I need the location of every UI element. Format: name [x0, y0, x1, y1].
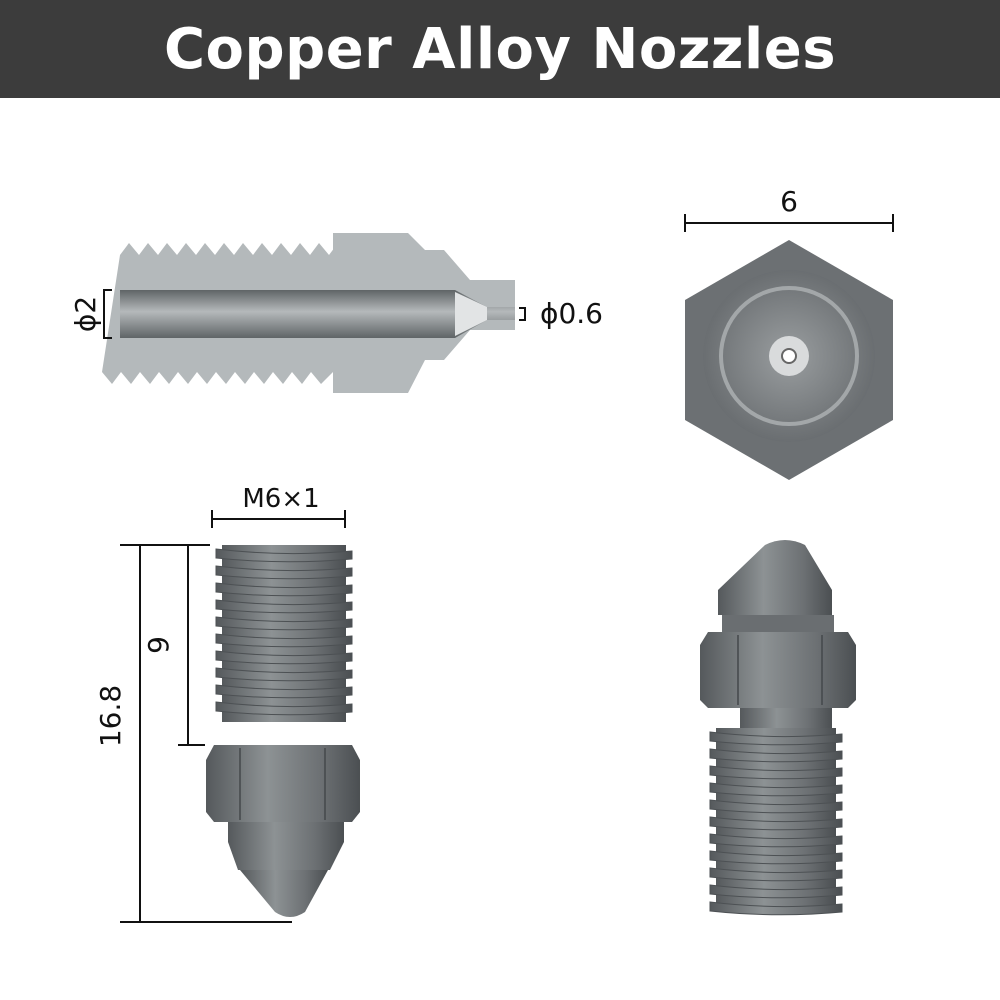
thread-body — [215, 545, 353, 722]
neck-lower — [740, 708, 832, 728]
bore-diameter-label: ϕ2 — [69, 296, 102, 332]
thread-ridge — [709, 833, 843, 848]
thread-dimension-line — [211, 510, 346, 528]
thread-body — [709, 728, 843, 916]
orifice-hole — [781, 348, 797, 364]
orifice-bracket — [519, 307, 526, 321]
page-title: Copper Alloy Nozzles — [163, 16, 837, 82]
hex-nut — [206, 745, 360, 822]
bore-bracket — [103, 289, 112, 339]
hex-dimension-line — [684, 214, 894, 232]
nozzle-tip — [718, 540, 832, 615]
neck — [722, 615, 834, 632]
thread-ridge — [215, 565, 353, 580]
hex-ring — [719, 286, 859, 426]
thread-ridge — [709, 799, 843, 814]
side-view-inverted — [700, 540, 856, 916]
thread-ridge — [709, 867, 843, 882]
thread-ridge — [709, 782, 843, 797]
hex-top-view: 6 — [684, 185, 894, 480]
hex-width-label: 6 — [780, 185, 798, 218]
thread-ridge — [709, 816, 843, 831]
bore-cone — [455, 292, 487, 336]
thread-ridge — [215, 633, 353, 648]
nozzle-tip — [240, 870, 328, 917]
thread-ridge — [215, 616, 353, 631]
length-9-line — [178, 544, 210, 746]
total-length-label: 16.8 — [94, 685, 127, 747]
lower-cone — [228, 822, 344, 870]
hex-edges — [737, 635, 823, 705]
thread-ridge — [215, 582, 353, 597]
thread-ridge — [709, 748, 843, 763]
hex-nut — [700, 632, 856, 708]
thread-label: M6×1 — [242, 484, 319, 514]
thread-ridge — [709, 765, 843, 780]
header-bar: Copper Alloy Nozzles — [0, 0, 1000, 98]
thread-ridge — [709, 850, 843, 865]
hex-edges — [239, 748, 326, 820]
side-view-dimensioned: M6×1 9 16.8 — [94, 484, 360, 923]
thread-ridge — [215, 650, 353, 665]
thread-ridge — [215, 684, 353, 699]
thread-ridge — [215, 599, 353, 614]
thread-ridge — [215, 701, 353, 716]
thread-length-label: 9 — [142, 636, 175, 654]
cross-section-view: ϕ2 ϕ0.6 — [69, 233, 603, 393]
thread-ridge — [215, 667, 353, 682]
thread-ridge — [709, 731, 843, 746]
orifice-diameter-label: ϕ0.6 — [540, 297, 603, 330]
thread-ridge — [215, 548, 353, 563]
thread-ridge — [709, 884, 843, 899]
bore-channel — [120, 290, 515, 338]
length-16-8-line — [120, 544, 292, 923]
thread-ridge — [709, 901, 843, 916]
